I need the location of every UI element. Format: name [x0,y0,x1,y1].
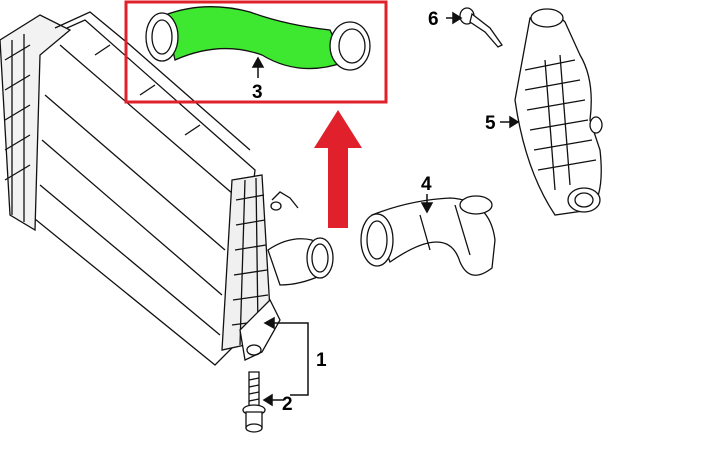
intercooler-core [30,20,255,365]
callout-3: 3 [252,82,263,103]
callout-2: 2 [282,394,293,415]
callout-6: 6 [428,9,439,30]
callout-4-leader [422,194,432,212]
callout-6-leader [446,13,461,23]
intercooler [0,12,333,365]
air-duct [361,196,495,275]
callout-3-leader [253,58,263,78]
pointer-arrow [314,110,362,228]
retaining-clip [460,8,502,47]
callout-4: 4 [421,174,432,195]
callout-5-leader [500,117,518,127]
callout-1-leader [265,318,308,395]
callout-2-leader [264,395,284,405]
bolt [243,372,265,432]
callout-1: 1 [316,350,327,371]
intake-duct-assembly [515,9,602,215]
callout-5: 5 [485,113,496,134]
intercooler-left-tank [0,15,70,230]
highlight-box [124,0,388,104]
charge-air-hose-highlighted [146,7,370,70]
